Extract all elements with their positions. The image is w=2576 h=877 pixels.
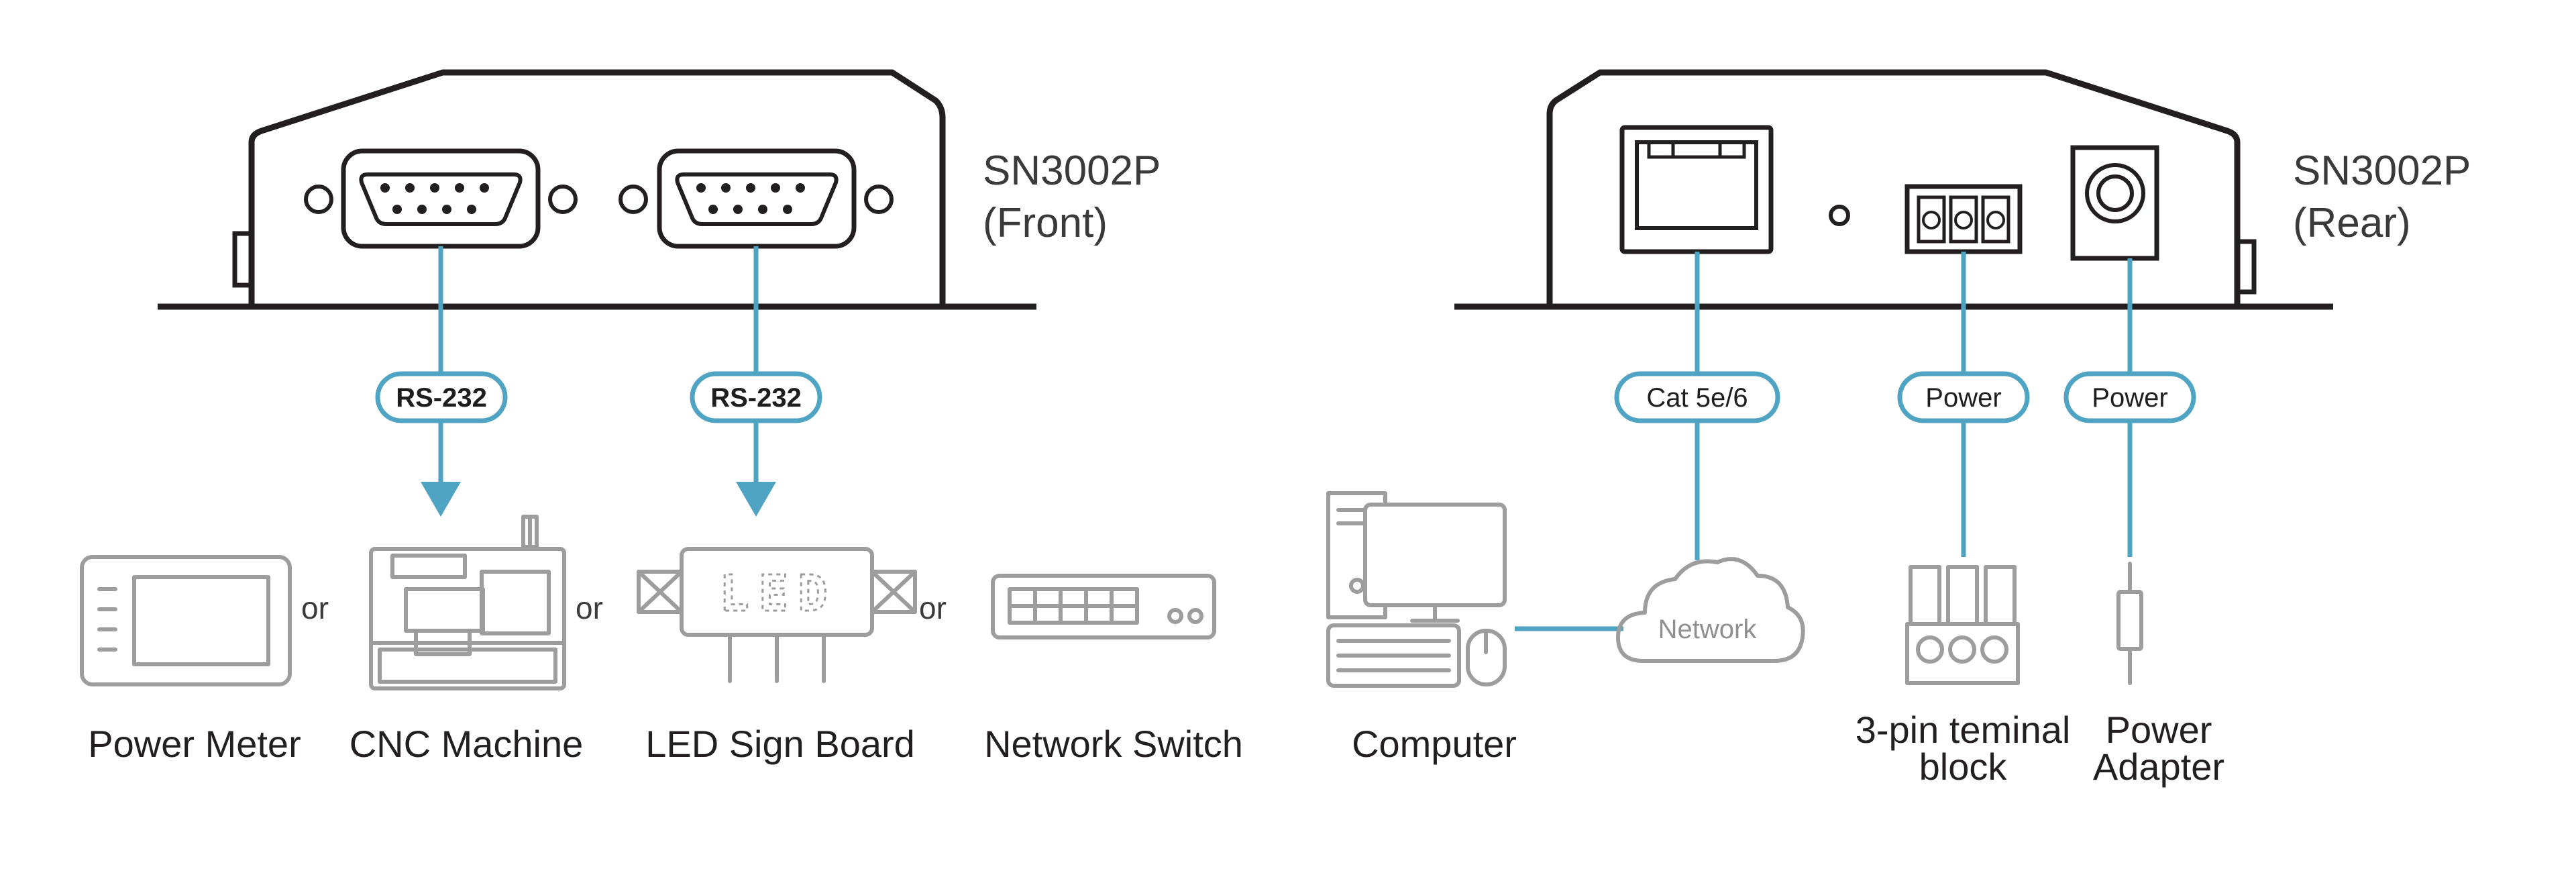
network-cloud-icon: Network xyxy=(1616,557,1805,663)
led-sign-text: LED xyxy=(719,565,837,623)
front-view-label: (Front) xyxy=(983,200,1108,246)
terminal-power-cable: Power xyxy=(1897,252,2030,557)
network-switch-icon xyxy=(991,574,1216,639)
rj45-port xyxy=(1619,125,1774,254)
power-meter-label: Power Meter xyxy=(88,723,301,765)
power-adapter-plug-icon xyxy=(2116,562,2143,685)
front-model-label: SN3002P xyxy=(983,148,1161,194)
terminal-block-port xyxy=(1904,184,2023,254)
rs232-label-2: RS-232 xyxy=(710,383,802,413)
power-meter-icon xyxy=(80,555,292,686)
led-sign-board-icon: LED xyxy=(637,547,917,683)
front-unit xyxy=(158,69,1036,310)
rs232-cable-1: RS-232 xyxy=(375,246,508,517)
terminal-block-label-line2: block xyxy=(1919,745,2008,788)
or-label-3: or xyxy=(919,590,947,625)
power-adapter-label-line2: Adapter xyxy=(2093,745,2224,788)
power-label-1: Power xyxy=(1925,383,2001,413)
dc-power-jack xyxy=(2070,145,2159,261)
rs232-label-1: RS-232 xyxy=(396,383,487,413)
cat-label: Cat 5e/6 xyxy=(1646,383,1748,413)
network-label: Network xyxy=(1658,615,1758,644)
power-adapter-label-line1: Power xyxy=(2106,709,2212,751)
computer-icon xyxy=(1326,491,1507,688)
cat5-cable: Cat 5e/6 xyxy=(1614,252,1780,560)
computer-label: Computer xyxy=(1352,723,1517,765)
or-label-1: or xyxy=(301,590,329,625)
serial-port-2 xyxy=(619,148,894,249)
terminal-block-plug-icon xyxy=(1905,565,2020,685)
rear-unit xyxy=(1454,69,2333,310)
led-sign-board-label: LED Sign Board xyxy=(645,723,915,765)
rear-model-label: SN3002P xyxy=(2293,148,2471,194)
cnc-machine-label: CNC Machine xyxy=(350,723,584,765)
adapter-power-cable: Power xyxy=(2063,258,2196,557)
rs232-cable-2: RS-232 xyxy=(690,246,822,517)
or-label-2: or xyxy=(576,590,603,625)
terminal-block-label-line1: 3-pin teminal xyxy=(1856,709,2071,751)
power-label-2: Power xyxy=(2092,383,2167,413)
serial-port-1 xyxy=(304,148,578,249)
network-switch-label: Network Switch xyxy=(984,723,1243,765)
led-indicator xyxy=(1829,205,1850,226)
cnc-machine-icon xyxy=(369,515,566,690)
rear-view-label: (Rear) xyxy=(2293,200,2411,246)
